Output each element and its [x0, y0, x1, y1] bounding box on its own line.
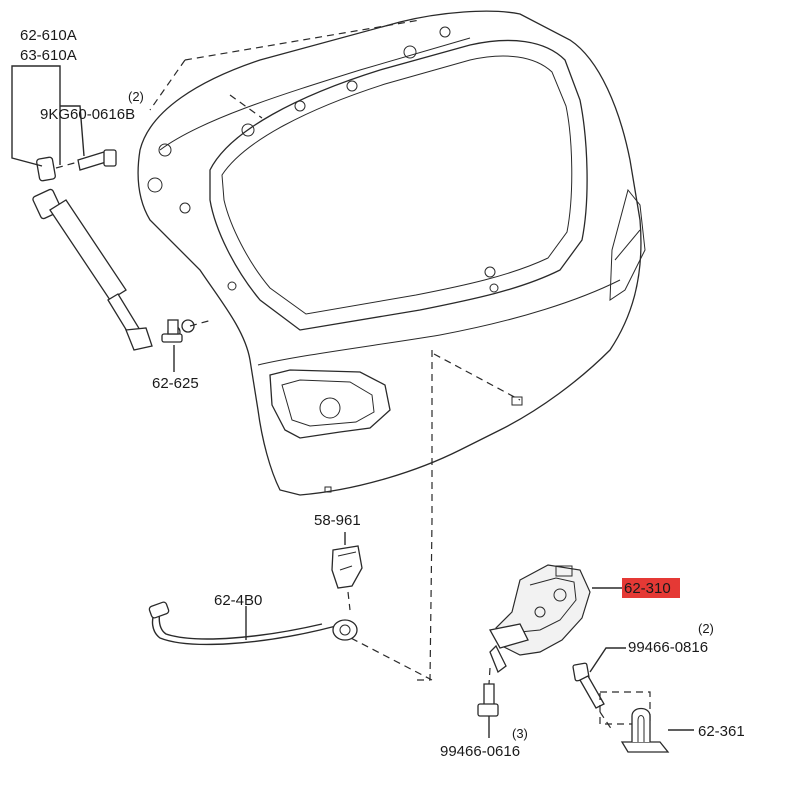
lower-bolt-leader: [488, 667, 491, 685]
label-63-610a[interactable]: 63-610A: [20, 47, 77, 64]
guide-latch-top: [433, 353, 521, 401]
label-latch-bolt-qty: (2): [698, 621, 714, 636]
label-58-961[interactable]: 58-961: [314, 512, 361, 529]
label-62-310[interactable]: 62-310: [624, 580, 671, 597]
label-99466-0616[interactable]: 99466-0616: [440, 743, 520, 760]
harness-cover[interactable]: [331, 545, 363, 589]
label-62-625[interactable]: 62-625: [152, 375, 199, 392]
label-strut-bolt-qty: (2): [128, 89, 144, 104]
strut-bracket: [11, 65, 48, 167]
label-62-361[interactable]: 62-361: [698, 723, 745, 740]
wiring-harness[interactable]: [148, 601, 358, 646]
label-62-610a[interactable]: 62-610A: [20, 27, 77, 44]
latch-highlight: [622, 578, 680, 598]
label-62-4b0[interactable]: 62-4B0: [214, 592, 262, 609]
ball-stud-leader: [189, 319, 213, 327]
center-guide: [416, 350, 433, 681]
ball-stud[interactable]: [161, 319, 195, 343]
latch-bolt-leader: [599, 711, 613, 731]
latch-bolt[interactable]: [572, 662, 605, 709]
striker[interactable]: [599, 691, 670, 753]
latch-bolt-callout: [589, 647, 626, 673]
guide-harness: [344, 634, 433, 681]
label-99466-0816[interactable]: 99466-0816: [628, 639, 708, 656]
liftgate-panel: [137, 10, 646, 496]
label-9kg60-0616b[interactable]: 9KG60-0616B: [40, 106, 135, 123]
strut-bolt-callout: [60, 105, 85, 157]
label-lower-bolt-qty: (3): [512, 726, 528, 741]
strut-bolt-leader: [55, 161, 79, 169]
lower-bolt[interactable]: [477, 683, 499, 717]
cover-leader: [347, 591, 351, 611]
strut-bolt[interactable]: [77, 149, 117, 171]
liftgate-latch[interactable]: [488, 564, 591, 674]
strut-bracket-b: [48, 65, 61, 165]
gas-strut[interactable]: [32, 156, 153, 351]
